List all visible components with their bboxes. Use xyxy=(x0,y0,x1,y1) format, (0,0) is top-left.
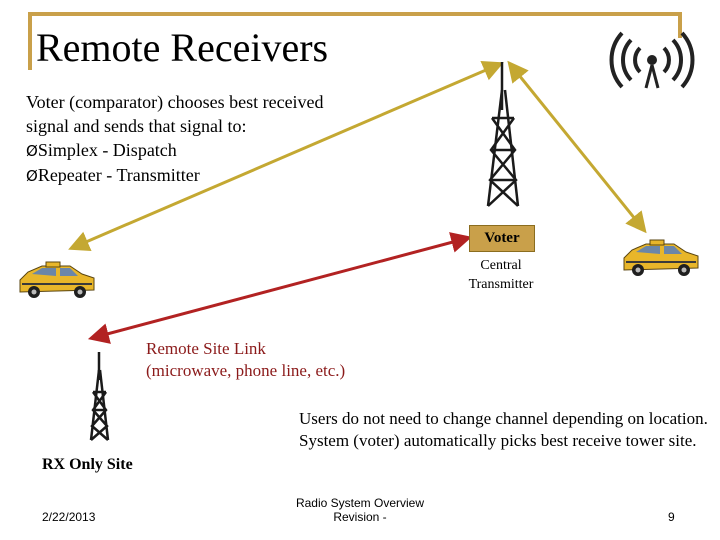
voter-label: Voter xyxy=(469,225,535,252)
link-line-1: Remote Site Link xyxy=(146,339,266,358)
page-number: 9 xyxy=(668,510,675,524)
central-line-1: Central xyxy=(480,258,522,273)
bullet-arrow-icon: Ø xyxy=(26,142,38,160)
link-line-2: (microwave, phone line, etc.) xyxy=(146,361,346,380)
remote-link-arrow xyxy=(87,232,473,344)
central-transmitter-label: Central Transmitter xyxy=(455,256,547,294)
remote-site-link-label: Remote Site Link (microwave, phone line,… xyxy=(146,338,345,382)
signal-arrow-left xyxy=(68,60,504,252)
rx-only-site-label: RX Only Site xyxy=(42,456,133,473)
bullet-arrow-icon: Ø xyxy=(26,167,38,185)
tower-icon xyxy=(89,352,110,441)
users-note: Users do not need to change channel depe… xyxy=(299,409,708,450)
taxi-icon xyxy=(19,261,95,298)
footer-date: 2/22/2013 xyxy=(42,510,96,524)
signal-arrow-right xyxy=(507,60,647,234)
taxi-icon xyxy=(623,239,699,276)
tower-icon xyxy=(486,62,520,207)
footer-center: Radio System Overview Revision - xyxy=(280,496,440,524)
central-line-2: Transmitter xyxy=(468,277,534,292)
footer-center-line-1: Radio System Overview xyxy=(295,496,425,510)
footer-center-line-2: Revision - xyxy=(333,510,387,524)
radio-waves-icon xyxy=(609,31,695,89)
